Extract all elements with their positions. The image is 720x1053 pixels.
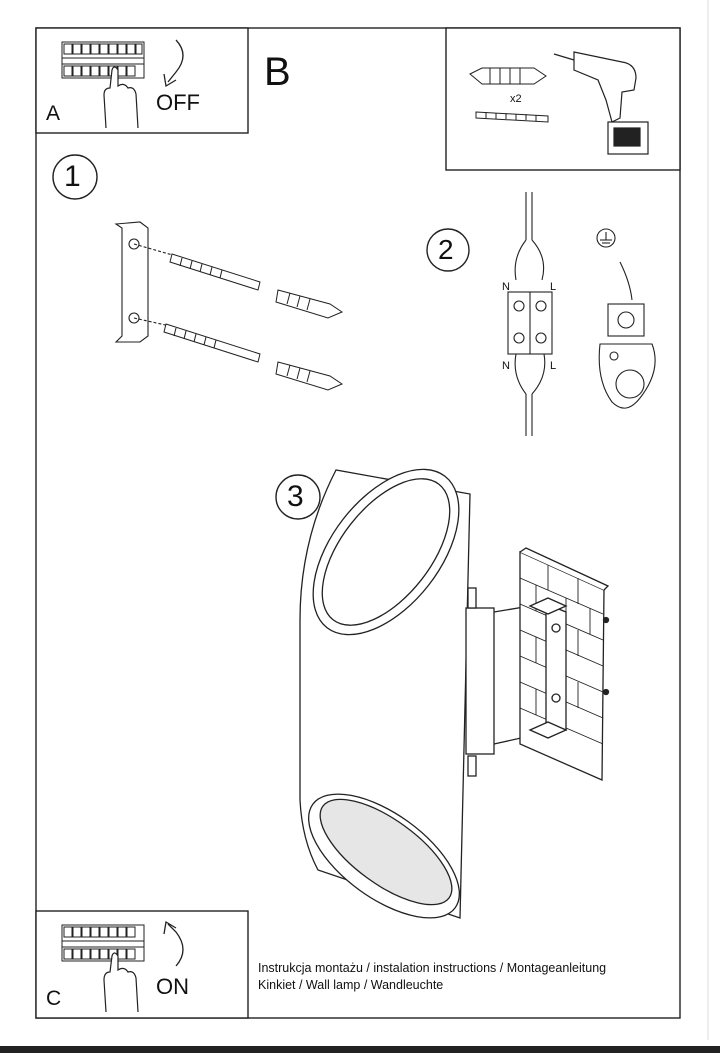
- off-label: OFF: [156, 90, 200, 115]
- panel-a-letter: A: [46, 102, 61, 125]
- footer-line-2: Kinkiet / Wall lamp / Wandleuchte: [258, 978, 444, 992]
- step-1-number: 1: [64, 160, 81, 193]
- panel-c: [35, 910, 249, 1019]
- terminal-live-top: L: [550, 281, 557, 293]
- ground-terminal-illustration: [596, 228, 656, 409]
- step-3-circle: [275, 474, 321, 520]
- panel-b: [445, 27, 681, 171]
- screw-icon: [475, 111, 549, 123]
- terminal-block-illustration: [507, 192, 553, 436]
- terminal-live-bottom: L: [550, 360, 557, 372]
- terminal-neutral-top: N: [502, 281, 510, 293]
- screw-with-plug-upper: [169, 253, 344, 319]
- panel-c-letter: C: [46, 987, 62, 1010]
- arrow-up-icon: [167, 923, 184, 967]
- fuse-box-icon: [61, 924, 145, 962]
- wall-lamp-illustration: [299, 468, 610, 919]
- hand-icon: [103, 952, 139, 1013]
- plug-count-label: x2: [510, 93, 522, 105]
- mounting-bracket-illustration: [114, 221, 177, 343]
- arrow-down-icon: [167, 39, 184, 83]
- panel-a: [35, 27, 249, 134]
- fuse-box-icon: [61, 41, 145, 79]
- on-label: ON: [156, 974, 189, 999]
- screw-with-plug-lower: [163, 323, 344, 391]
- step-2-circle: [426, 228, 470, 272]
- hand-icon: [103, 66, 139, 129]
- footer-caption: Instrukcja montażu / instalation instruc…: [258, 960, 606, 994]
- page-frame: [35, 27, 681, 1019]
- terminal-neutral-bottom: N: [502, 360, 510, 372]
- step-3-number: 3: [287, 480, 304, 513]
- step-1-circle: [52, 154, 98, 200]
- step-2-number: 2: [438, 234, 454, 265]
- drill-icon: [553, 51, 649, 155]
- panel-b-letter: B: [264, 50, 291, 94]
- wall-plug-icon: [469, 67, 547, 85]
- footer-line-1: Instrukcja montażu / instalation instruc…: [258, 961, 607, 975]
